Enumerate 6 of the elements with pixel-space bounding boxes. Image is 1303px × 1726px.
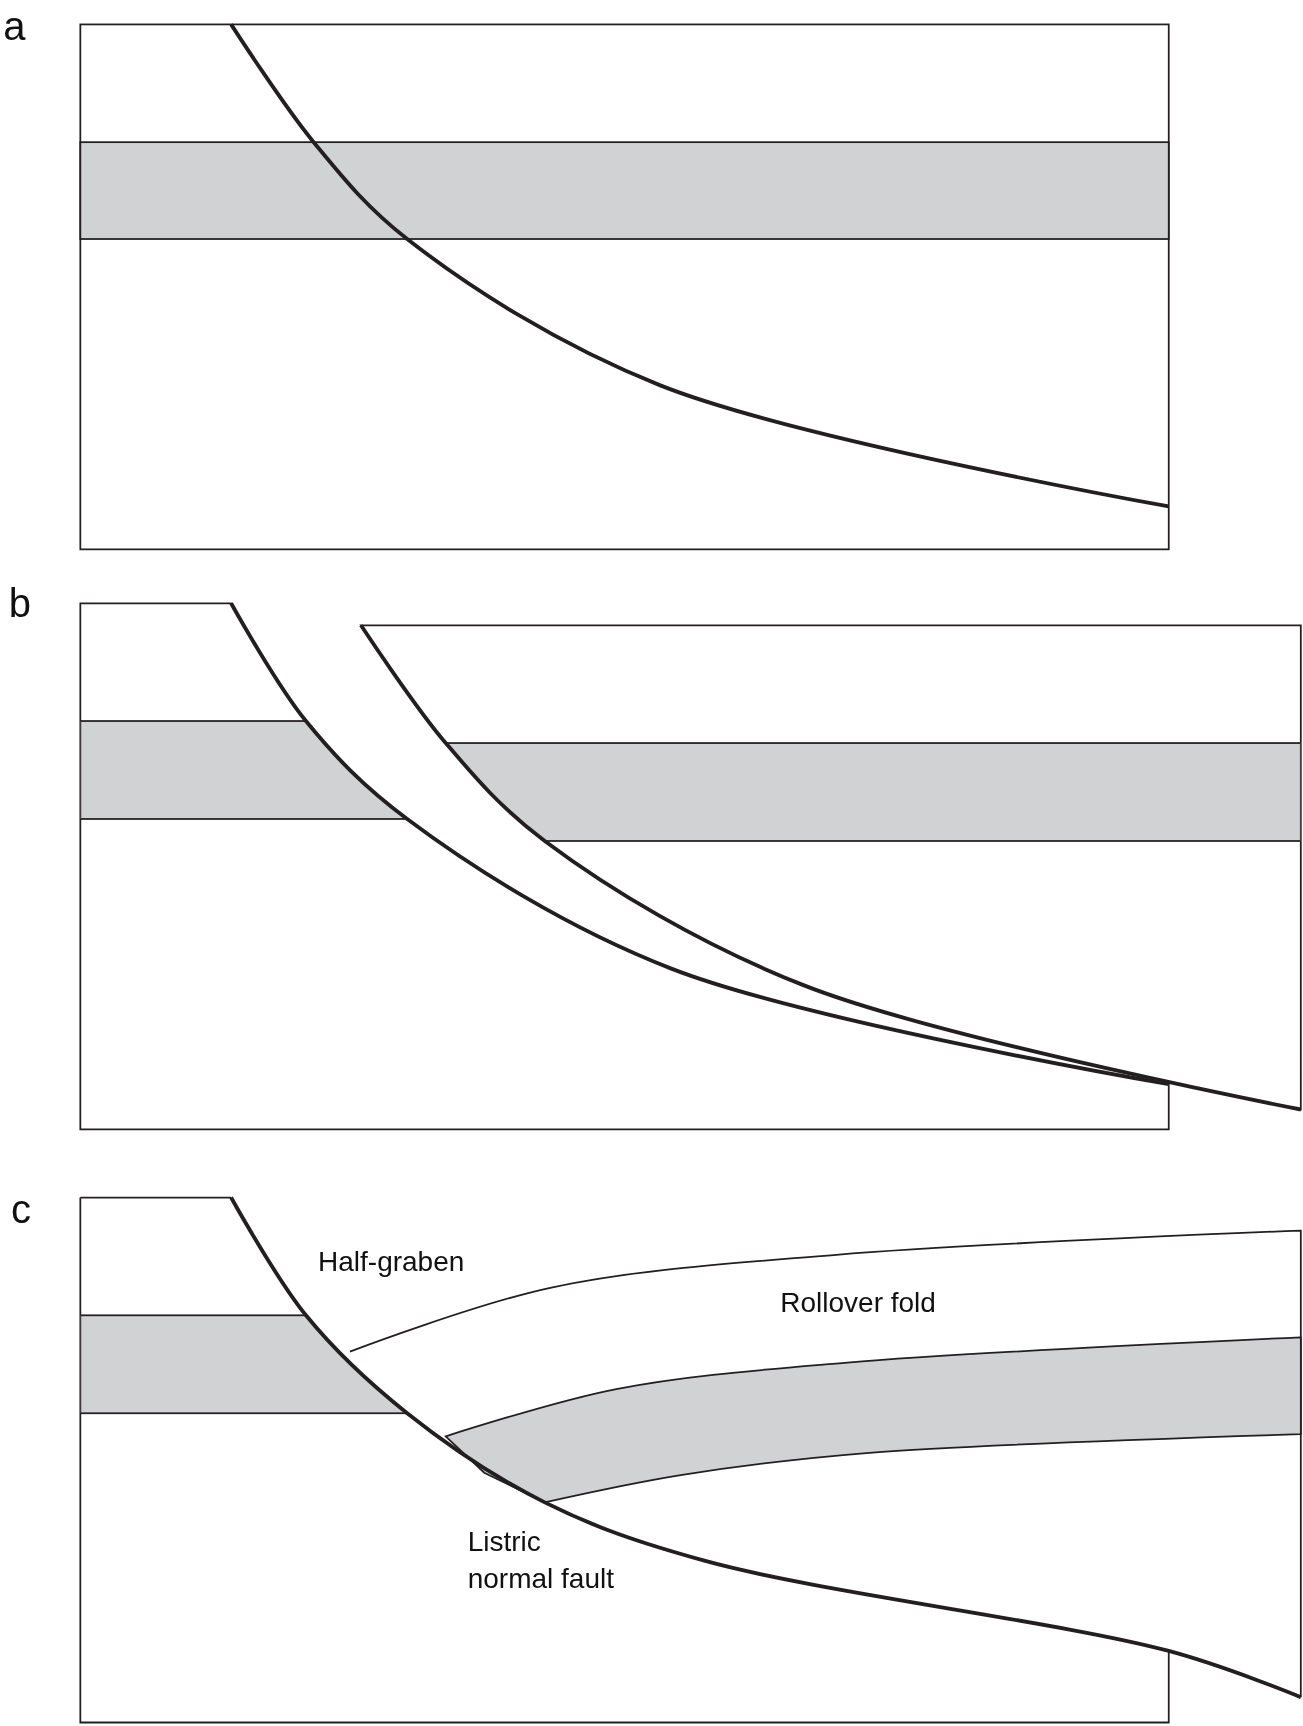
panel-label: c bbox=[11, 1188, 31, 1229]
region-label: Half-graben bbox=[318, 1244, 465, 1279]
fault-label: Listric normal fault bbox=[467, 1525, 615, 1596]
panel-label: a bbox=[3, 5, 26, 46]
panel-label: b bbox=[8, 583, 32, 624]
structure-label: Rollover fold bbox=[780, 1286, 936, 1321]
